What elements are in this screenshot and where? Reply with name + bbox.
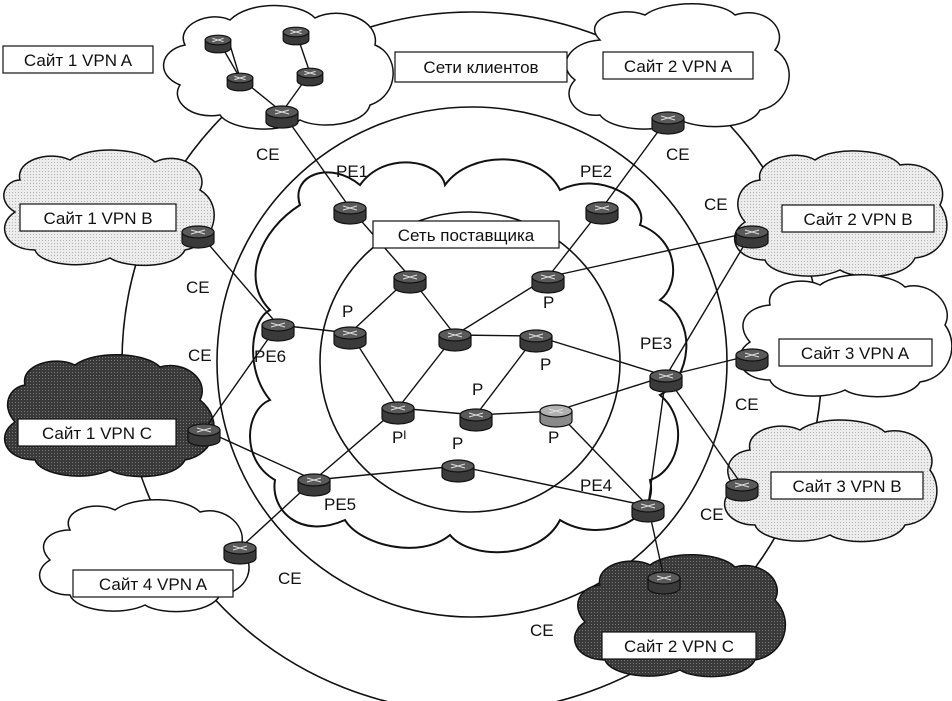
- site-label-a4: Сайт 4 VPN A: [72, 569, 234, 598]
- site-label-a1-text: Сайт 1 VPN A: [24, 51, 133, 70]
- router-pe6: [261, 318, 295, 342]
- router-client-a1-top-left: [204, 34, 232, 54]
- router-ce-site2-vpn-a: [651, 111, 685, 135]
- middle-ring: [216, 106, 728, 618]
- router-client-a1-mid-right: [296, 67, 324, 87]
- router-pe2: [585, 201, 619, 225]
- router-pe3: [649, 369, 683, 393]
- site-label-a3-text: Сайт 3 VPN A: [801, 344, 910, 363]
- site-label-a2: Сайт 2 VPN A: [602, 51, 754, 80]
- site-label-b1-text: Сайт 1 VPN B: [43, 209, 152, 228]
- router-ce-site3-vpn-b: [725, 478, 759, 502]
- router-p-right: [519, 329, 553, 353]
- router-pe5: [297, 473, 331, 497]
- router-ce-site1-vpn-a: [265, 105, 299, 129]
- region-label-provider: Сеть поставщика: [372, 220, 560, 249]
- router-ce-site1-vpn-c: [187, 423, 221, 447]
- label-ce-site2-vpn-b: CE: [704, 195, 728, 214]
- router-pe1: [333, 201, 367, 225]
- label-pe1: PE1: [336, 162, 368, 181]
- label-p-center: P: [472, 380, 483, 399]
- router-p-center: [438, 328, 472, 352]
- router-ce-site1-vpn-b: [181, 225, 215, 249]
- site-label-c2-text: Сайт 2 VPN C: [624, 637, 734, 656]
- region-label-clients: Сети клиентов: [394, 51, 568, 83]
- site-label-a2-text: Сайт 2 VPN A: [624, 57, 733, 76]
- site-label-c2: Сайт 2 VPN C: [601, 631, 757, 660]
- router-pe4: [631, 499, 665, 523]
- label-ce-site4-vpn-a: CE: [278, 569, 302, 588]
- site-label-a1: Сайт 1 VPN A: [2, 45, 154, 74]
- router-client-a1-top-right: [282, 26, 310, 46]
- region-label-provider-text: Сеть поставщика: [398, 226, 535, 245]
- site-label-c1-text: Сайт 1 VPN C: [42, 424, 152, 443]
- label-pe6: PE6: [254, 347, 286, 366]
- router-p-mid: [459, 408, 493, 432]
- site-label-b3: Сайт 3 VPN B: [770, 471, 924, 500]
- router-client-a1-mid-left: [226, 72, 254, 92]
- label-p-left: P: [342, 302, 353, 321]
- site-label-b2: Сайт 2 VPN B: [781, 204, 935, 233]
- label-p-lower: P: [452, 434, 463, 453]
- site-label-a4-text: Сайт 4 VPN A: [99, 575, 208, 594]
- label-ce-site3-vpn-b: CE: [700, 505, 724, 524]
- provider-cloud: [249, 158, 688, 554]
- label-ce-site1-vpn-a: CE: [256, 145, 280, 164]
- region-label-clients-text: Сети клиентов: [423, 58, 538, 77]
- cloud-site1-vpn-c: [3, 354, 215, 478]
- site-label-a3: Сайт 3 VPN A: [778, 338, 933, 367]
- router-p-top: [393, 270, 427, 294]
- label-ce-site2-vpn-a: CE: [666, 145, 690, 164]
- label-ce-site2-vpn-c: CE: [530, 621, 554, 640]
- label-p-right: P: [540, 355, 551, 374]
- label-pe5: PE5: [324, 495, 356, 514]
- site-label-b2-text: Сайт 2 VPN B: [803, 210, 912, 229]
- label-pe3: PE3: [640, 334, 672, 353]
- router-p-lower-left: [381, 401, 415, 425]
- site-label-b1: Сайт 1 VPN B: [19, 203, 177, 232]
- router-ce-site4-vpn-a: [223, 541, 257, 565]
- label-p-upper-right: P: [543, 293, 554, 312]
- router-p-upper-right: [531, 270, 565, 294]
- label-p-lower-right: P: [548, 428, 559, 447]
- site-label-b3-text: Сайт 3 VPN B: [792, 477, 901, 496]
- site-label-c1: Сайт 1 VPN C: [17, 418, 177, 447]
- router-ce-site2-vpn-b: [735, 225, 769, 249]
- label-ce-site1-vpn-b: CE: [186, 278, 210, 297]
- router-p-lower-right: [539, 404, 573, 428]
- label-p-lower-left: Pᴵ: [392, 428, 406, 447]
- router-p-left: [333, 326, 367, 350]
- label-pe4: PE4: [580, 476, 612, 495]
- label-ce-site1-vpn-c: CE: [188, 346, 212, 365]
- label-pe2: PE2: [580, 162, 612, 181]
- router-ce-site2-vpn-c: [647, 571, 681, 595]
- cloud-site3-vpn-a: [738, 274, 952, 398]
- routers: [181, 26, 769, 595]
- router-ce-site3-vpn-a: [735, 348, 769, 372]
- label-ce-site3-vpn-a: CE: [735, 395, 759, 414]
- router-p-bottom: [441, 459, 475, 483]
